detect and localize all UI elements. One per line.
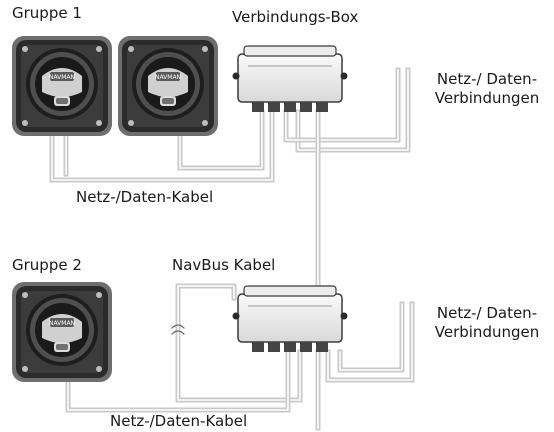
group2-label: Gruppe 2: [12, 256, 82, 274]
cables: [49, 67, 415, 431]
group1-display-1: NAVMAN: [12, 36, 112, 136]
navbus-cable-label: NavBus Kabel: [172, 256, 276, 274]
connections-label-top-line1: Netz-/ Daten-: [436, 70, 538, 88]
power-data-cable-group2: [65, 349, 291, 413]
group1-display-2: NAVMAN: [118, 36, 218, 136]
junction-box-label: Verbindungs-Box: [232, 8, 359, 26]
cable-break-mark: [171, 324, 185, 335]
connections-label-top: Netz-/ Daten- Verbindungen: [422, 70, 552, 108]
power-data-cable-label-bottom: Netz-/Daten-Kabel: [110, 412, 248, 430]
power-data-cable-label-top: Netz-/Daten-Kabel: [76, 188, 214, 206]
connections-label-bottom-line2: Verbindungen: [434, 323, 540, 341]
group1-label: Gruppe 1: [12, 4, 82, 22]
connections-label-top-line2: Verbindungen: [434, 89, 540, 107]
display-brand-text: NAVMAN: [155, 74, 181, 81]
power-data-cable-group1: [49, 109, 275, 183]
group2-display: NAVMAN: [12, 282, 112, 382]
connections-label-bottom: Netz-/ Daten- Verbindungen: [422, 304, 552, 342]
navbus-cable-loop: [175, 283, 303, 403]
junction-box-2: [231, 285, 349, 353]
junction-box-1: [231, 45, 349, 113]
connections-label-bottom-line1: Netz-/ Daten-: [436, 304, 538, 322]
connections-cable-bottom: [325, 301, 415, 383]
display-brand-text: NAVMAN: [49, 74, 75, 81]
display-brand-text: NAVMAN: [49, 320, 75, 327]
connections-cable-top: [283, 67, 411, 153]
